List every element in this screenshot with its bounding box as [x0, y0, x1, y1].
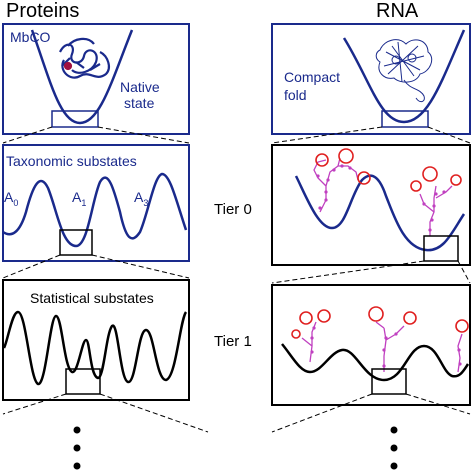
- compact-fold-line2: fold: [284, 87, 307, 103]
- rna-secondary-structure-icon: [410, 166, 462, 236]
- rna-secondary-structure-icon: [291, 309, 331, 363]
- statistical-substates-title: Statistical substates: [30, 290, 154, 306]
- zoom-line: [271, 393, 373, 433]
- rna-tier1-panel: [271, 284, 471, 406]
- zoom-line: [271, 260, 425, 284]
- rna-compact-fold-panel: [271, 23, 471, 135]
- tier1-label: Tier 1: [214, 333, 252, 350]
- rna-tier0-landscape-curve: [294, 174, 466, 252]
- zoom-line: [2, 126, 53, 144]
- substate-a3: A3: [134, 189, 148, 208]
- proteins-title: Proteins: [6, 0, 79, 22]
- continuation-dot: [73, 426, 81, 434]
- zoom-line: [405, 393, 471, 415]
- continuation-dot: [73, 462, 81, 470]
- rna-compact-funnel: [342, 29, 466, 124]
- protein-statistical-panel: [2, 279, 190, 401]
- rna-secondary-structure-icon: [455, 319, 469, 373]
- mbco-label: MbCO: [10, 29, 51, 45]
- rna-zoom-box-tier0: [423, 235, 459, 262]
- zoom-line: [99, 393, 209, 433]
- continuation-dot: [390, 444, 398, 452]
- protein-taxonomic-panel: [2, 144, 190, 262]
- compact-fold-line1: Compact: [284, 69, 340, 85]
- zoom-line: [271, 126, 383, 144]
- zoom-line: [457, 260, 471, 284]
- continuation-dot: [390, 426, 398, 434]
- rna-zoom-box-tier1: [371, 368, 407, 395]
- rna-tier1-landscape-curve: [281, 343, 470, 382]
- zoom-line: [2, 254, 61, 279]
- rna-title: RNA: [376, 0, 419, 22]
- tier0-label: Tier 0: [214, 201, 252, 218]
- continuation-dot: [73, 444, 81, 452]
- native-state-line2: state: [124, 95, 155, 111]
- protein-zoom-box-tier0: [59, 229, 93, 256]
- mbco-protein-structure-icon: [59, 37, 110, 79]
- protein-zoom-box-tier1: [65, 368, 101, 395]
- taxonomic-landscape-curve: [2, 172, 188, 248]
- zoom-line: [91, 254, 190, 279]
- substate-a0: A0: [4, 189, 18, 208]
- rna-secondary-structure-icon: [368, 306, 417, 372]
- rna-tier0-panel: [271, 144, 471, 266]
- protein-native-funnel: [30, 29, 134, 125]
- substate-a1: A1: [72, 189, 86, 208]
- taxonomic-substates-title: Taxonomic substates: [6, 153, 137, 169]
- continuation-dot: [390, 462, 398, 470]
- zoom-line: [97, 126, 190, 144]
- rna-secondary-structure-icon: [313, 148, 371, 213]
- rna-zoom-box-top: [381, 110, 429, 128]
- protein-native-panel: [2, 23, 190, 135]
- native-state-line1: Native: [120, 79, 160, 95]
- statistical-landscape-curve: [2, 310, 188, 386]
- zoom-line: [2, 393, 67, 415]
- protein-zoom-box-top: [51, 110, 99, 128]
- rna-3d-structure-icon: [375, 39, 433, 103]
